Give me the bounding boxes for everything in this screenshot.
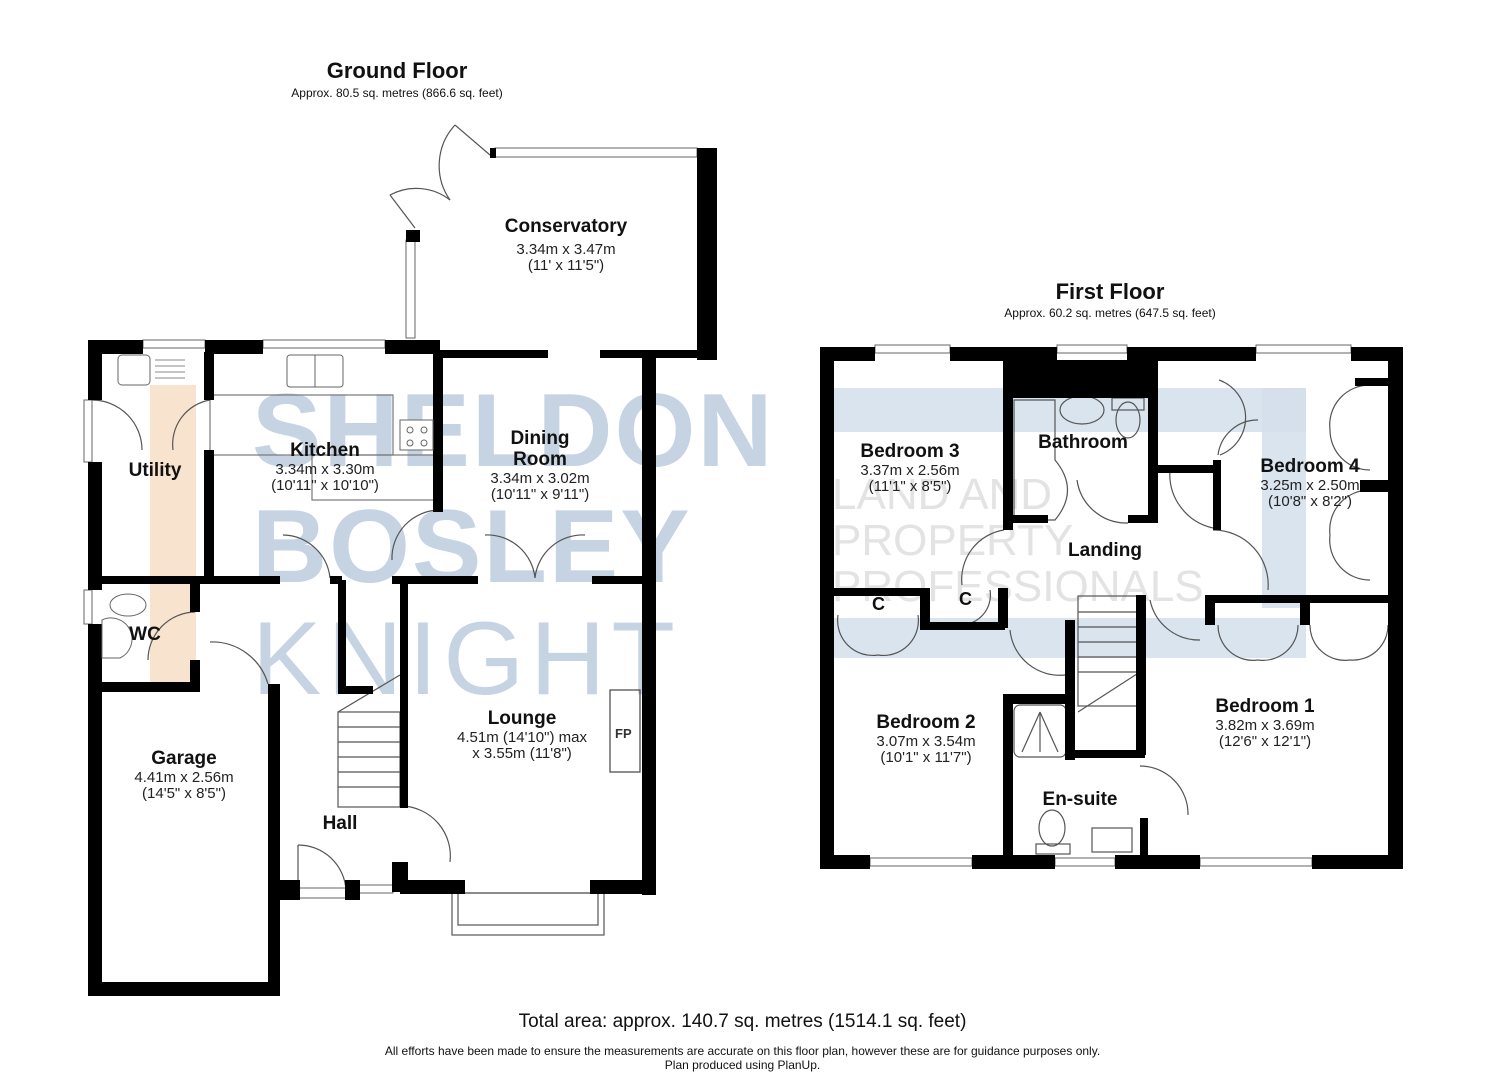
room-dim-imperial: (14'5" x 8'5") (142, 785, 226, 803)
room-name: Lounge (487, 708, 557, 729)
room-name: Hall (322, 813, 358, 834)
fireplace-label: FP (615, 726, 632, 741)
room-dim-imperial: (11' x 11'5") (527, 257, 605, 275)
disclaimer: All efforts have been made to ensure the… (384, 1044, 1101, 1058)
room-garage: Garage 4.41m x 2.56m (14'5" x 8'5") (104, 748, 264, 803)
room-name-line1: Dining (510, 428, 570, 449)
room-name: Bathroom (1038, 432, 1128, 453)
room-name: Bedroom 1 (1215, 696, 1315, 717)
room-dim-imperial: (10'11" x 10'10") (271, 477, 379, 495)
room-wc: WC (120, 624, 170, 646)
room-dim-line2: x 3.55m (11'8") (472, 745, 572, 763)
room-dim-metric: 3.82m x 3.69m (1215, 716, 1315, 734)
room-name-line2: Room (513, 448, 567, 470)
room-name: Kitchen (290, 440, 360, 461)
room-lounge: Lounge 4.51m (14'10") max x 3.55m (11'8"… (432, 708, 612, 763)
room-dim-metric: 4.41m x 2.56m (134, 768, 234, 786)
room-name: Garage (151, 748, 217, 769)
room-name: Utility (128, 460, 182, 481)
room-kitchen: Kitchen 3.34m x 3.30m (10'11" x 10'10") (245, 440, 405, 495)
room-dim-metric: 3.37m x 2.56m (860, 461, 960, 479)
room-utility: Utility (110, 460, 200, 482)
room-bedroom-1: Bedroom 1 3.82m x 3.69m (12'6" x 12'1") (1185, 696, 1345, 751)
room-dim-metric: 3.34m x 3.47m (516, 240, 616, 258)
ground-floor-title: Ground Floor (326, 58, 468, 83)
ground-floor-area: Approx. 80.5 sq. metres (866.6 sq. feet) (291, 86, 503, 100)
room-bedroom-4: Bedroom 4 3.25m x 2.50m (10'8" x 8'2") (1240, 456, 1380, 511)
first-floor-title: First Floor (1055, 279, 1165, 304)
room-dim-imperial: (10'8" x 8'2") (1268, 493, 1352, 511)
room-dining: Dining Room 3.34m x 3.02m (10'11" x 9'11… (460, 428, 620, 504)
room-dim-imperial: (10'1" x 11'7") (880, 749, 972, 767)
room-name: Conservatory (504, 216, 628, 237)
watermark-blue-band-vertical (1262, 388, 1306, 608)
cupboard-label-2: C (959, 589, 972, 609)
room-name: En-suite (1042, 789, 1118, 810)
room-name: Bedroom 4 (1260, 456, 1360, 477)
room-dim-metric: 3.34m x 3.02m (490, 469, 590, 487)
room-name: Bedroom 3 (860, 441, 960, 462)
room-landing: Landing (1055, 540, 1155, 562)
room-name: Bedroom 2 (876, 712, 976, 733)
room-dim-metric: 3.25m x 2.50m (1260, 476, 1360, 494)
room-dim-imperial: (10'11" x 9'11") (490, 486, 590, 504)
cupboard-label-1: C (872, 594, 885, 614)
room-ensuite: En-suite (1030, 789, 1130, 811)
room-conservatory: Conservatory 3.34m x 3.47m (11' x 11'5") (466, 216, 666, 275)
room-dim-metric: 3.07m x 3.54m (876, 732, 976, 750)
room-bathroom: Bathroom (1028, 432, 1138, 454)
first-floor-area: Approx. 60.2 sq. metres (647.5 sq. feet) (1004, 306, 1216, 320)
room-name: Landing (1068, 540, 1142, 561)
room-dim-metric: 3.34m x 3.30m (275, 460, 375, 478)
conservatory-door-swing (438, 124, 456, 201)
plan-credit: Plan produced using PlanUp. (664, 1058, 821, 1072)
room-name: WC (129, 624, 161, 645)
room-dim-imperial: (11'1" x 8'5") (868, 478, 952, 496)
room-dim-line1: 4.51m (14'10") max (457, 728, 587, 746)
room-bedroom-2: Bedroom 2 3.07m x 3.54m (10'1" x 11'7") (846, 712, 1006, 767)
room-bedroom-3: Bedroom 3 3.37m x 2.56m (11'1" x 8'5") (830, 441, 990, 496)
total-area: Total area: approx. 140.7 sq. metres (15… (518, 1011, 967, 1032)
room-hall: Hall (310, 813, 370, 835)
room-dim-imperial: (12'6" x 12'1") (1218, 733, 1312, 751)
